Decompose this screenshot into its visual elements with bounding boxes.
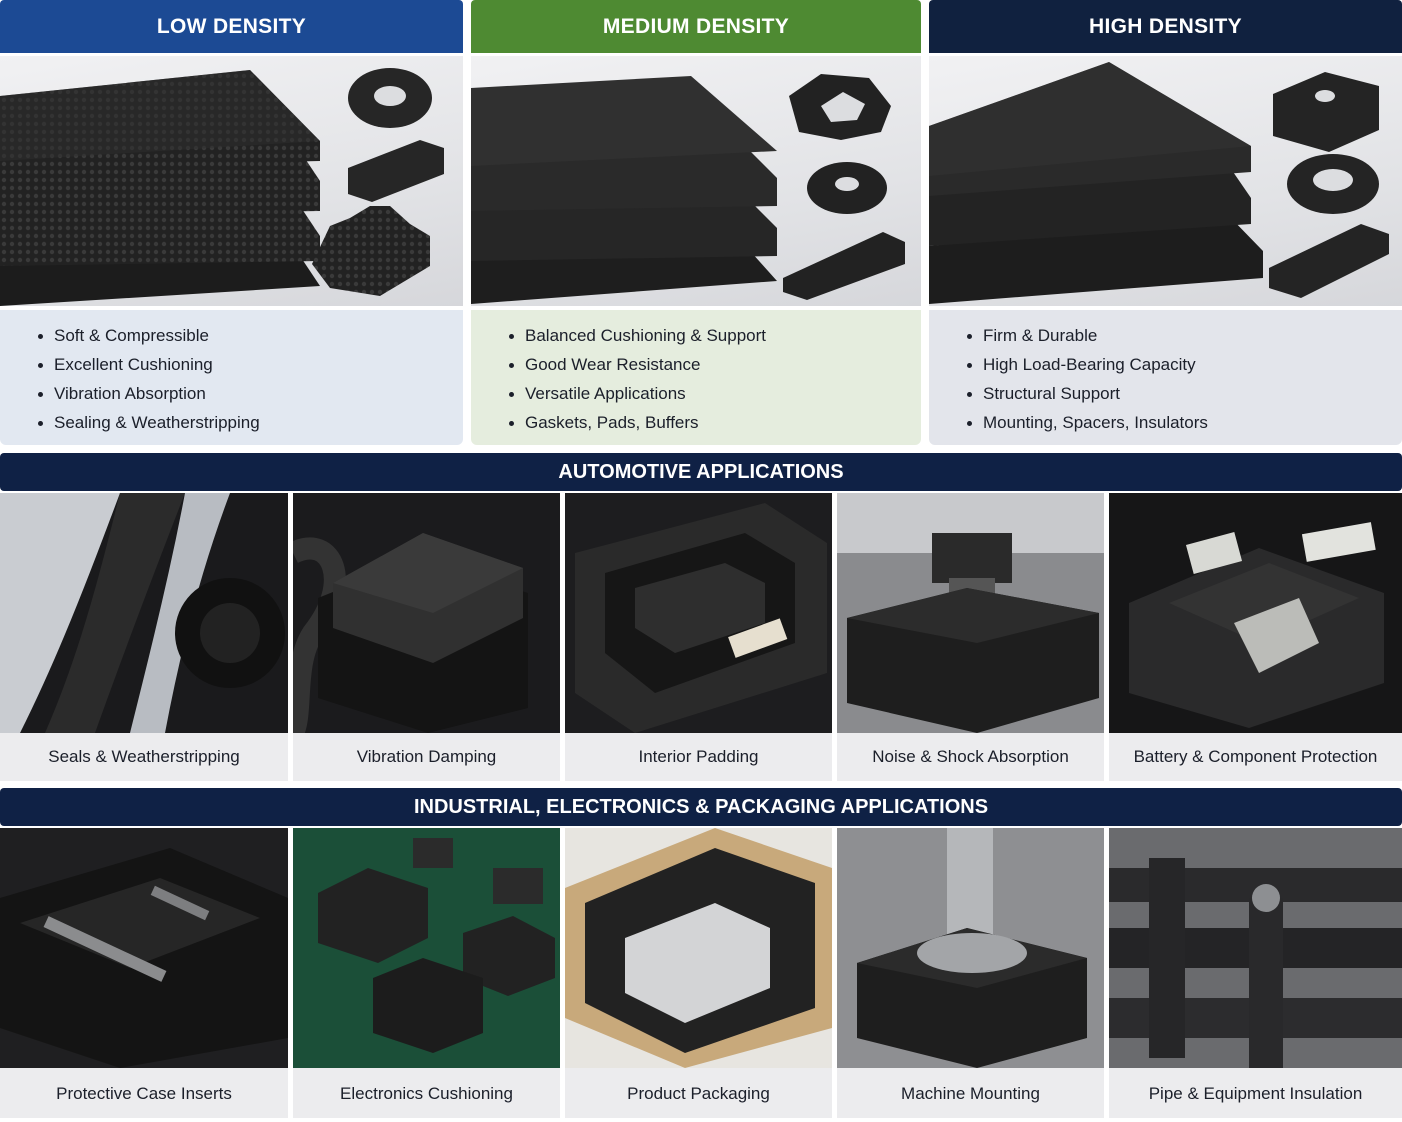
- app-card-seals: Seals & Weatherstripping: [0, 493, 288, 781]
- app-caption: Electronics Cushioning: [340, 1084, 513, 1103]
- pipe-equipment-insulation-photo: [1109, 828, 1402, 1068]
- automotive-section-header: AUTOMOTIVE APPLICATIONS: [0, 453, 1402, 491]
- app-caption: Pipe & Equipment Insulation: [1148, 1084, 1363, 1103]
- feature-item: Soft & Compressible: [38, 324, 463, 353]
- app-caption: Machine Mounting: [901, 1084, 1040, 1103]
- product-packaging-photo: [565, 828, 832, 1068]
- density-header-high: HIGH DENSITY: [929, 0, 1402, 53]
- app-card-battery-protection: Battery & Component Protection: [1109, 493, 1402, 781]
- feature-list-low: Soft & Compressible Excellent Cushioning…: [38, 324, 463, 440]
- app-card-machine-mounting: Machine Mounting: [837, 828, 1104, 1118]
- feature-item: Mounting, Spacers, Insulators: [967, 411, 1402, 440]
- interior-padding-photo: [565, 493, 832, 733]
- feature-item: Vibration Absorption: [38, 382, 463, 411]
- app-caption: Protective Case Inserts: [56, 1084, 232, 1103]
- noise-shock-absorption-photo: [837, 493, 1104, 733]
- battery-component-protection-photo: [1109, 493, 1402, 733]
- app-caption: Battery & Component Protection: [1133, 747, 1378, 766]
- app-card-electronics-cushioning: Electronics Cushioning: [293, 828, 560, 1118]
- feature-list-high: Firm & Durable High Load-Bearing Capacit…: [967, 324, 1402, 440]
- density-features-high: Firm & Durable High Load-Bearing Capacit…: [929, 310, 1402, 445]
- app-caption: Vibration Damping: [356, 747, 497, 766]
- density-header-low: LOW DENSITY: [0, 0, 463, 53]
- low-density-foam-photo: [0, 56, 463, 306]
- seals-weatherstripping-photo: [0, 493, 288, 733]
- app-card-noise-shock: Noise & Shock Absorption: [837, 493, 1104, 781]
- app-card-product-packaging: Product Packaging: [565, 828, 832, 1118]
- density-features-medium: Balanced Cushioning & Support Good Wear …: [471, 310, 921, 445]
- density-title-medium: MEDIUM DENSITY: [602, 14, 790, 38]
- density-features-low: Soft & Compressible Excellent Cushioning…: [0, 310, 463, 445]
- feature-item: Firm & Durable: [967, 324, 1402, 353]
- app-caption: Noise & Shock Absorption: [872, 747, 1069, 766]
- density-title-high: HIGH DENSITY: [1089, 14, 1242, 38]
- app-card-pipe-insulation: Pipe & Equipment Insulation: [1109, 828, 1402, 1118]
- feature-item: Gaskets, Pads, Buffers: [509, 411, 921, 440]
- app-caption: Seals & Weatherstripping: [48, 747, 240, 766]
- medium-density-foam-photo: [471, 56, 921, 306]
- high-density-foam-photo: [929, 56, 1402, 306]
- density-column-low: LOW DENSITY Soft & Compressible Excellen…: [0, 0, 463, 445]
- feature-item: Structural Support: [967, 382, 1402, 411]
- app-card-case-inserts: Protective Case Inserts: [0, 828, 288, 1118]
- feature-item: High Load-Bearing Capacity: [967, 353, 1402, 382]
- feature-item: Versatile Applications: [509, 382, 921, 411]
- app-card-vibration-damping: Vibration Damping: [293, 493, 560, 781]
- feature-list-medium: Balanced Cushioning & Support Good Wear …: [509, 324, 921, 440]
- industrial-section-header: INDUSTRIAL, ELECTRONICS & PACKAGING APPL…: [0, 788, 1402, 826]
- density-header-medium: MEDIUM DENSITY: [471, 0, 921, 53]
- density-title-low: LOW DENSITY: [156, 14, 307, 38]
- density-column-high: HIGH DENSITY Firm & Durable High Load-Be…: [929, 0, 1402, 445]
- protective-case-inserts-photo: [0, 828, 288, 1068]
- industrial-section-title: INDUSTRIAL, ELECTRONICS & PACKAGING APPL…: [413, 795, 989, 818]
- automotive-section-title: AUTOMOTIVE APPLICATIONS: [558, 460, 844, 483]
- vibration-damping-photo: [293, 493, 560, 733]
- app-card-interior-padding: Interior Padding: [565, 493, 832, 781]
- density-column-medium: MEDIUM DENSITY Balanced Cushioning & Sup…: [471, 0, 921, 445]
- app-caption: Interior Padding: [638, 747, 759, 766]
- electronics-cushioning-photo: [293, 828, 560, 1068]
- app-caption: Product Packaging: [627, 1084, 770, 1103]
- machine-mounting-photo: [837, 828, 1104, 1068]
- feature-item: Excellent Cushioning: [38, 353, 463, 382]
- feature-item: Good Wear Resistance: [509, 353, 921, 382]
- feature-item: Balanced Cushioning & Support: [509, 324, 921, 353]
- feature-item: Sealing & Weatherstripping: [38, 411, 463, 440]
